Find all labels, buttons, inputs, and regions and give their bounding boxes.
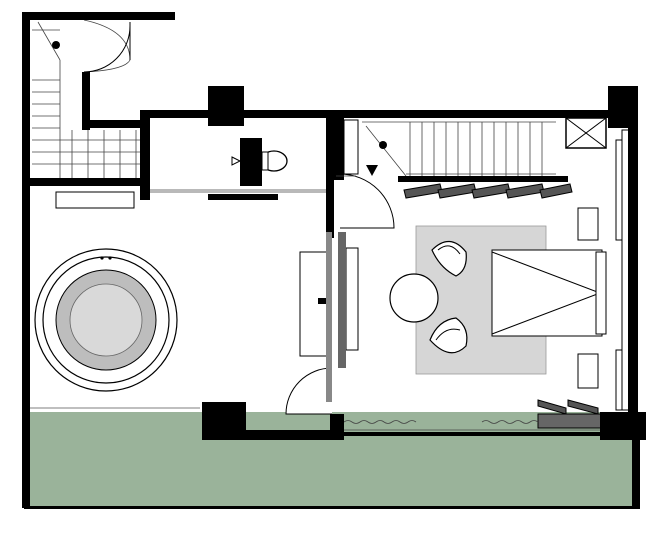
- chair: [431, 240, 467, 277]
- left-staircase: [30, 18, 140, 178]
- right-wall-fixtures: [615, 129, 633, 411]
- faucet-icon: [231, 156, 242, 166]
- stair-start-dot: [52, 41, 60, 49]
- doors: [83, 22, 395, 415]
- bench: [55, 191, 135, 209]
- chair: [429, 317, 468, 354]
- right-staircase: [362, 117, 607, 177]
- nightstand-bottom: [577, 353, 599, 389]
- stair-start-dot-right: [379, 141, 387, 149]
- round-table: [389, 273, 439, 323]
- round-pool: [34, 248, 178, 392]
- tv-partition: [299, 232, 359, 368]
- walls: [22, 12, 646, 508]
- lower-panels: [537, 399, 603, 429]
- wardrobe-panels: [403, 183, 573, 199]
- bathroom: [150, 138, 326, 200]
- vanity: [240, 138, 262, 186]
- curtain-lines: [343, 420, 610, 431]
- bed: [491, 207, 607, 389]
- shelf: [343, 119, 359, 175]
- nightstand-top: [577, 207, 599, 241]
- stair-direction-arrow: [366, 165, 378, 176]
- seating-area: [389, 240, 468, 354]
